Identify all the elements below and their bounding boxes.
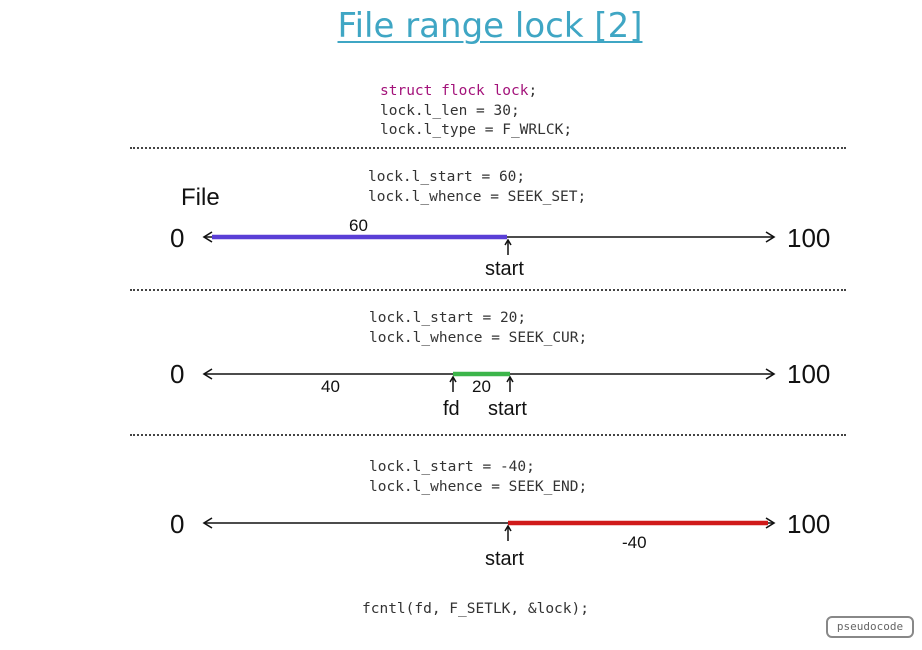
section2-right-arrowhead	[765, 368, 776, 380]
section1-right-arrowhead	[765, 231, 776, 243]
section1-number-line: 0 100 60 start	[170, 216, 830, 280]
section2-fd-label: fd	[443, 398, 460, 420]
code-keyword-lock: lock	[493, 83, 529, 99]
code-keyword-struct: struct	[380, 83, 433, 99]
code-keyword-flock: flock	[441, 83, 485, 99]
section2-left-arrowhead	[202, 368, 213, 380]
section2-code-start: lock.l_start = 20;	[369, 310, 527, 326]
section2-code-whence: lock.l_whence = SEEK_CUR;	[369, 329, 588, 346]
section1-range-label: 60	[349, 216, 368, 235]
section3-right-end: 100	[787, 509, 830, 539]
separator-3	[130, 434, 846, 436]
file-label: File	[181, 184, 220, 211]
section3-code: lock.l_start = -40; lock.l_whence = SEEK…	[369, 458, 587, 497]
section2-start-label: start	[488, 398, 527, 420]
section2-range-label: 20	[472, 377, 491, 396]
section3-code-whence: lock.l_whence = SEEK_END;	[369, 478, 588, 495]
separator-2	[130, 289, 846, 291]
section2-offset-label: 40	[321, 377, 340, 396]
section1-left-arrowhead	[202, 231, 213, 243]
section3-left-end: 0	[170, 509, 184, 539]
section1-left-end: 0	[170, 223, 184, 253]
section1-code: lock.l_start = 60; lock.l_whence = SEEK_…	[368, 168, 586, 207]
section2-number-line: 0 100 40 20 fd start	[170, 359, 830, 420]
section2-code: lock.l_start = 20; lock.l_whence = SEEK_…	[369, 309, 587, 348]
section2-start-arrowhead	[506, 375, 514, 383]
section3-code-start: lock.l_start = -40;	[369, 459, 535, 475]
footer-code: fcntl(fd, F_SETLK, &lock);	[362, 601, 589, 617]
section1-code-start: lock.l_start = 60;	[368, 169, 526, 185]
section3-right-arrowhead	[765, 517, 776, 529]
section1-code-whence: lock.l_whence = SEEK_SET;	[368, 188, 587, 205]
section3-start-arrowhead	[504, 524, 512, 532]
code-line-type: lock.l_type = F_WRLCK;	[380, 122, 573, 138]
section3-range-label: -40	[622, 533, 647, 552]
header-code-block: struct flock lock; lock.l_len = 30; lock…	[380, 82, 572, 141]
section1-start-arrowhead	[504, 238, 512, 246]
code-line-len: lock.l_len = 30;	[380, 102, 520, 119]
section3-number-line: 0 100 -40 start	[170, 509, 830, 570]
section2-right-end: 100	[787, 359, 830, 389]
section1-right-end: 100	[787, 223, 830, 253]
section3-start-label: start	[485, 548, 524, 570]
section2-fd-arrowhead	[449, 375, 457, 383]
section1-start-label: start	[485, 258, 524, 280]
pseudocode-badge: pseudocode	[826, 616, 914, 638]
code-semicolon: ;	[528, 83, 538, 99]
separator-1	[130, 147, 846, 149]
slide-title: File range lock [2]	[337, 6, 643, 46]
section2-left-end: 0	[170, 359, 184, 389]
section3-left-arrowhead	[202, 517, 213, 529]
